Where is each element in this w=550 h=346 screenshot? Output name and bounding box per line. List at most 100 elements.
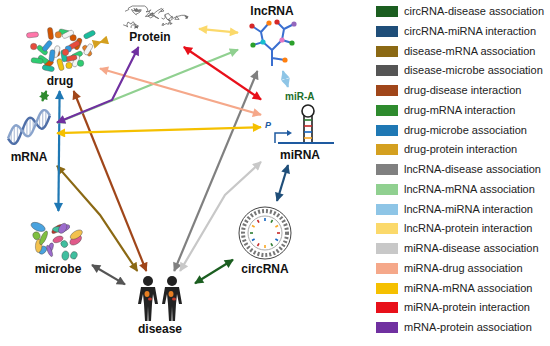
icon-shape xyxy=(83,43,94,56)
icon-shape xyxy=(38,230,49,246)
icon-shape xyxy=(282,57,287,62)
icon-shape xyxy=(169,291,174,297)
icon-shape xyxy=(83,30,96,40)
legend-swatch xyxy=(376,204,398,215)
node-icon xyxy=(241,18,303,68)
node-label: mRNA xyxy=(11,150,48,164)
node-label: Protein xyxy=(129,30,170,44)
icon-shape xyxy=(145,291,150,297)
node-icon xyxy=(128,274,192,322)
icon-shape xyxy=(8,110,50,138)
icon-shape xyxy=(31,57,44,63)
legend-label: drug-disease interaction xyxy=(404,84,521,97)
legend-swatch xyxy=(376,302,398,313)
node-label: miRNA xyxy=(280,148,320,162)
legend-swatch xyxy=(376,6,398,17)
circrna-node: circRNA xyxy=(236,204,294,276)
drug-node: drug xyxy=(23,26,97,88)
legend-swatch xyxy=(376,26,398,37)
association-arrow xyxy=(58,91,59,211)
legend-swatch xyxy=(376,105,398,116)
icon-shape xyxy=(291,21,296,26)
node-icon xyxy=(27,214,89,262)
legend-swatch xyxy=(376,184,398,195)
icon-shape xyxy=(162,287,182,321)
legend-label: circRNA-disease association xyxy=(404,5,544,18)
icon-shape xyxy=(14,126,15,144)
icon-shape xyxy=(275,133,287,143)
legend-swatch xyxy=(376,125,398,136)
legend-swatch xyxy=(376,164,398,175)
icon-shape xyxy=(123,22,138,28)
disease-node: disease xyxy=(128,274,192,336)
icon-shape xyxy=(278,142,334,144)
legend-swatch xyxy=(376,46,398,57)
icon-shape xyxy=(66,62,72,68)
legend-label: circRNA-miRNA interaction xyxy=(404,25,536,38)
icon-shape xyxy=(274,19,279,24)
icon-shape xyxy=(250,232,253,234)
icon-shape xyxy=(275,226,278,228)
association-arrow xyxy=(74,91,147,271)
icon-shape xyxy=(249,23,254,28)
icon-shape xyxy=(26,32,38,38)
icon-shape xyxy=(304,125,312,127)
legend-label: miRNA-mRNA association xyxy=(404,282,532,295)
icon-shape xyxy=(167,276,177,286)
mrna-node: mRNA xyxy=(4,104,54,164)
icon-shape xyxy=(125,6,154,17)
legend-swatch xyxy=(376,144,398,155)
legend-label: lncRNA-miRNA interaction xyxy=(404,203,533,216)
legend-label: lncRNA-protein interaction xyxy=(404,222,532,235)
icon-shape xyxy=(42,65,55,72)
icon-shape xyxy=(275,239,278,241)
icon-shape xyxy=(60,239,69,249)
icon-shape xyxy=(252,239,255,241)
icon-shape xyxy=(271,220,273,223)
icon-shape xyxy=(239,207,291,259)
icon-shape xyxy=(69,228,84,241)
icon-shape xyxy=(248,216,282,250)
icon-shape xyxy=(252,22,294,66)
icon-shape xyxy=(304,115,312,142)
icon-shape xyxy=(243,211,287,255)
legend-label: miRNA-protein interaction xyxy=(404,301,530,314)
node-icon xyxy=(236,204,294,262)
legend-swatch xyxy=(376,283,398,294)
association-arrow xyxy=(42,91,46,101)
protein-node: Protein xyxy=(104,4,196,44)
icon-shape xyxy=(304,131,312,133)
legend-swatch xyxy=(376,65,398,76)
icon-shape xyxy=(57,222,69,235)
node-label: drug xyxy=(47,74,74,88)
association-arrow xyxy=(184,47,261,100)
association-arrow xyxy=(57,127,261,133)
legend-label: lncRNA-disease association xyxy=(404,163,541,176)
icon-shape xyxy=(165,15,189,21)
microbe-node: microbe xyxy=(27,214,89,276)
lncrna-node: lncRNA xyxy=(241,4,303,68)
icon-shape xyxy=(61,29,74,39)
legend-label: drug-microbe association xyxy=(404,124,527,137)
legend-label: mRNA-protein association xyxy=(404,321,532,334)
icon-shape xyxy=(62,49,68,55)
icon-shape xyxy=(41,40,53,52)
legend-swatch xyxy=(376,223,398,234)
icon-shape xyxy=(277,232,280,234)
association-arrow xyxy=(180,162,261,271)
icon-shape xyxy=(30,220,47,233)
legend-label: drug-protein interaction xyxy=(404,143,517,156)
node-label: circRNA xyxy=(241,262,288,276)
icon-shape xyxy=(31,43,37,49)
icon-shape xyxy=(279,37,284,42)
node-label: lncRNA xyxy=(250,4,293,18)
icon-shape xyxy=(70,251,79,260)
icon-shape xyxy=(61,251,69,261)
icon-shape xyxy=(77,60,83,66)
icon-shape xyxy=(49,49,56,62)
icon-shape xyxy=(264,245,266,248)
legend-label: disease-microbe association xyxy=(404,64,543,77)
legend-swatch xyxy=(376,243,398,254)
icon-shape xyxy=(266,20,271,25)
icon-shape xyxy=(271,243,273,246)
